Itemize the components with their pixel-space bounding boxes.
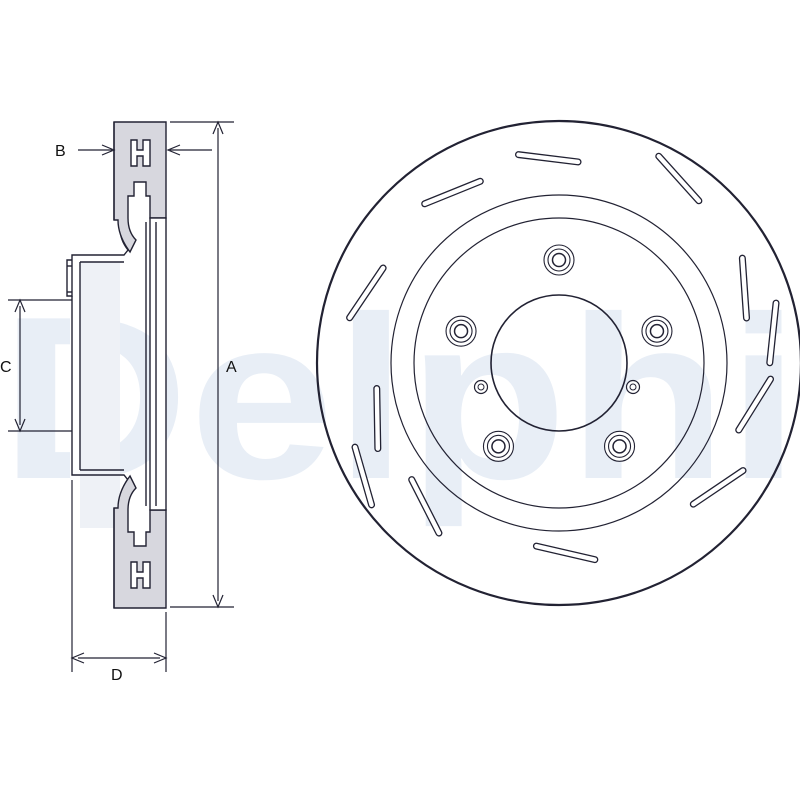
- cooling-slot-inner: [516, 152, 581, 165]
- bolt-hole: [449, 319, 473, 343]
- cooling-slot-inner: [352, 444, 374, 508]
- dim-b-arrow-left: [101, 144, 116, 156]
- vent-slot-top: [130, 139, 151, 167]
- dim-label-a: A: [226, 359, 237, 376]
- bolt-hole: [607, 434, 632, 458]
- center-bore: [490, 294, 628, 432]
- friction-ring-inner: [390, 194, 728, 532]
- bolt-hole: [551, 252, 567, 268]
- rotor-web: [149, 217, 167, 511]
- bolt-holes: [445, 244, 673, 462]
- bolt-hole: [649, 323, 665, 339]
- front-view: [315, 119, 800, 607]
- dim-c-arrow-bottom: [14, 418, 26, 433]
- cooling-slot-inner: [409, 477, 442, 536]
- bolt-hole: [453, 323, 469, 339]
- bolt-hole: [491, 439, 506, 454]
- dim-label-d: D: [111, 667, 123, 684]
- dim-label-c: C: [0, 359, 12, 376]
- dim-b-arrow-right: [166, 144, 181, 156]
- locating-hole-inner: [477, 383, 485, 391]
- bolt-hole: [645, 319, 669, 343]
- side-section-view: [66, 121, 167, 609]
- hub-face-edge: [413, 217, 705, 509]
- bolt-hole: [612, 439, 627, 454]
- dim-d-arrow-right: [153, 652, 168, 664]
- cooling-slot-inner: [374, 386, 381, 451]
- locating-hole: [625, 379, 641, 395]
- hub-bore-face: [80, 262, 120, 528]
- dimension-lines: [8, 120, 234, 672]
- cooling-slot-inner: [347, 265, 386, 320]
- cooling-slot-inner: [740, 255, 749, 321]
- disc-outer-edge: [315, 119, 800, 607]
- vent-slot-bottom: [130, 561, 151, 589]
- dim-a-arrow-top: [212, 120, 224, 135]
- cooling-slot-inner: [736, 376, 773, 433]
- locating-hole: [473, 379, 489, 395]
- cooling-slot-inner: [422, 179, 483, 206]
- cooling-slot-inner: [767, 300, 779, 365]
- small-holes: [473, 379, 641, 395]
- bolt-hole: [486, 434, 511, 458]
- dim-label-b: B: [55, 143, 66, 160]
- locating-hole-inner: [629, 383, 637, 391]
- dim-a-arrow-bottom: [212, 594, 224, 609]
- bolt-hole: [547, 248, 571, 272]
- rotor-section-bottom: [113, 474, 167, 609]
- dim-c-arrow-top: [14, 298, 26, 313]
- rotor-section-top: [113, 121, 167, 254]
- cooling-slot-inner: [656, 153, 702, 203]
- cooling-slots: [346, 151, 780, 564]
- cooling-slot-inner: [691, 468, 746, 507]
- dim-d-arrow-left: [70, 652, 85, 664]
- cooling-slot-inner: [534, 543, 598, 562]
